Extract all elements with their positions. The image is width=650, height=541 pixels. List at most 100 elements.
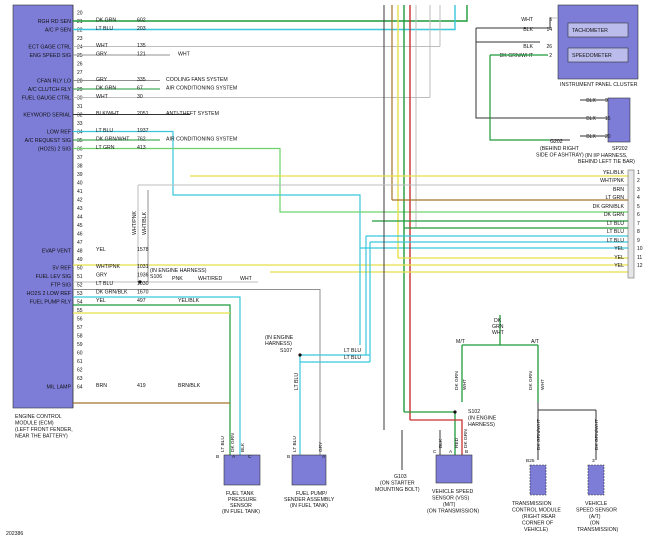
cluster-pin-num-1: 14 [546, 27, 552, 33]
s106-wht: WHT [240, 276, 253, 282]
ecm-pin-58: 58 [77, 334, 83, 340]
sp202-name: SP202 [612, 146, 628, 152]
g202-name: G202 [550, 139, 563, 145]
vss-mt-label-4: (ON TRANSMISSION) [427, 509, 479, 515]
wire-dest-28: COOLING FANS SYSTEM [166, 77, 228, 83]
ecm-pin-50: 50 [77, 266, 83, 272]
sp202-pin-color-2: BLK [586, 134, 596, 140]
cluster-pin-color-3: DK GRN/WHT [500, 53, 534, 59]
svg-text:C: C [248, 454, 252, 460]
fuel-pump-label-2: SENDER ASSEMBLY [284, 497, 335, 503]
ecm-pin-numbers: 2021222324252627282930313233343536373839… [77, 11, 83, 391]
right-conn-color-7: LT BLU [607, 221, 624, 227]
sp202-sub-2: BEHIND LEFT TIE BAR) [578, 159, 635, 165]
g202-sub-1: (BEHIND RIGHT [540, 146, 580, 152]
instrument-cluster [557, 4, 639, 80]
right-conn-color-4: LT GRN [605, 195, 624, 201]
sp202-pin-num-0: 9 [605, 98, 608, 104]
ecm-pin-34: 34 [77, 130, 83, 136]
cluster-pin-color-0: WHT [521, 17, 534, 23]
ecm-pin-56: 56 [77, 317, 83, 323]
s106-pnk: PNK [172, 276, 183, 282]
right-conn-num-9: 9 [637, 238, 640, 244]
right-conn-num-2: 2 [637, 178, 640, 184]
wire-circuit-34: 1937 [137, 128, 149, 134]
ecm-signal-30: FUEL GAUGE CTRL [22, 96, 71, 102]
ecm-signal-29: A/C CLUTCH RLY [28, 87, 72, 93]
vss-at-label-1: VEHICLE [585, 501, 608, 507]
svg-text:DK GRN: DK GRN [454, 371, 460, 390]
right-conn-color-8: LT BLU [607, 229, 624, 235]
ecm-pin-35: 35 [77, 138, 83, 144]
tcm-label-4: CORNER OF [522, 521, 553, 527]
wire-color-52: LT BLU [96, 281, 113, 287]
ecm-pin-53: 53 [77, 291, 83, 297]
right-conn-color-2: WHT/PNK [600, 178, 624, 184]
tcm-label-5: VEHICLE) [524, 527, 548, 533]
ecm-signal-36: (HO2S) 2 SIG [38, 147, 71, 153]
ecm-module [12, 4, 74, 409]
svg-text:BLK: BLK [438, 438, 444, 448]
cluster-pin-color-1: BLK [523, 27, 533, 33]
s106-note: (IN ENGINE HARNESS) [150, 268, 207, 274]
ecm-pin-47: 47 [77, 240, 83, 246]
wire-color-28: GRY [96, 77, 108, 83]
ecm-signal-53: HO2S 2 LOW REF [27, 291, 72, 297]
ecm-pin-49: 49 [77, 257, 83, 263]
wire-dest-35: AIR CONDITIONING SYSTEM [166, 137, 237, 143]
svg-text:BLK: BLK [240, 442, 246, 452]
right-conn-color-1: YEL/BLK [603, 170, 625, 176]
ecm-pin-40: 40 [77, 181, 83, 187]
ecm-pin-26: 26 [77, 62, 83, 68]
wire-circuit-64: 419 [137, 383, 146, 389]
ecm-pin-23: 23 [77, 36, 83, 42]
s102-note-1: (IN ENGINE [468, 416, 497, 422]
tcm-label-1: TRANSMISSION [512, 501, 552, 507]
wire-color-24: WHT [96, 43, 109, 49]
wht-pnk-vert-label: WHT/PNK [132, 211, 138, 235]
ecm-pin-60: 60 [77, 351, 83, 357]
wire-dest-54: YEL/BLK [178, 298, 200, 304]
ecm-pin-48: 48 [77, 249, 83, 255]
s106-wht-red: WHT/RED [198, 276, 222, 282]
fuel-tank-label-3: SENSOR [230, 503, 252, 509]
wire-circuit-30: 30 [137, 94, 143, 100]
svg-text:B25: B25 [526, 458, 535, 464]
wire-color-29: DK GRN [96, 86, 116, 92]
wire-color-54: YEL [96, 298, 106, 304]
ecm-signal-35: A/C REQUEST SIG [25, 138, 71, 144]
right-conn-num-7: 7 [637, 221, 640, 227]
svg-text:B: B [465, 449, 468, 455]
tachometer-box [567, 22, 629, 38]
ecm-signal-28: CFAN RLY LO [37, 79, 71, 85]
ecm-signal-21: RGH RD SEN [38, 19, 71, 25]
tcm-module [529, 464, 547, 496]
s107-note-1: (IN ENGINE [265, 335, 294, 341]
wire-circuit-32: 2051 [137, 111, 149, 117]
right-conn-color-3: BRN [613, 187, 624, 193]
vss-mt-label-3: (M/T) [443, 502, 456, 508]
cluster-pin-color-2: BLK [523, 44, 533, 50]
ecm-pin-25: 25 [77, 53, 83, 59]
g202-sub-2: SIDE OF ASHTRAY) [536, 153, 584, 159]
svg-text:DK GRN: DK GRN [528, 371, 534, 390]
wire-pin21 [73, 5, 468, 22]
figure-id: 202386 [6, 531, 23, 537]
vss-at [587, 464, 605, 496]
g103-sub-1: (ON STARTER [380, 481, 415, 487]
fuel-tank-label-1: FUEL TANK [226, 491, 254, 497]
wire-dest-64: BRN/BLK [178, 383, 201, 389]
right-conn-num-5: 5 [637, 204, 640, 210]
sp202-pin-color-0: BLK [586, 98, 596, 104]
dk-grn-1: DK [494, 318, 502, 324]
wire-circuit-50: 1031 [137, 264, 149, 270]
fuel-pump-label-3: (IN FUEL TANK) [290, 503, 328, 509]
ecm-pin-29: 29 [77, 87, 83, 93]
ecm-pin-57: 57 [77, 325, 83, 331]
vss-at-label-5: TRANSMISSION) [577, 527, 618, 533]
s107-lt-blu-b: LT BLU [344, 355, 361, 361]
